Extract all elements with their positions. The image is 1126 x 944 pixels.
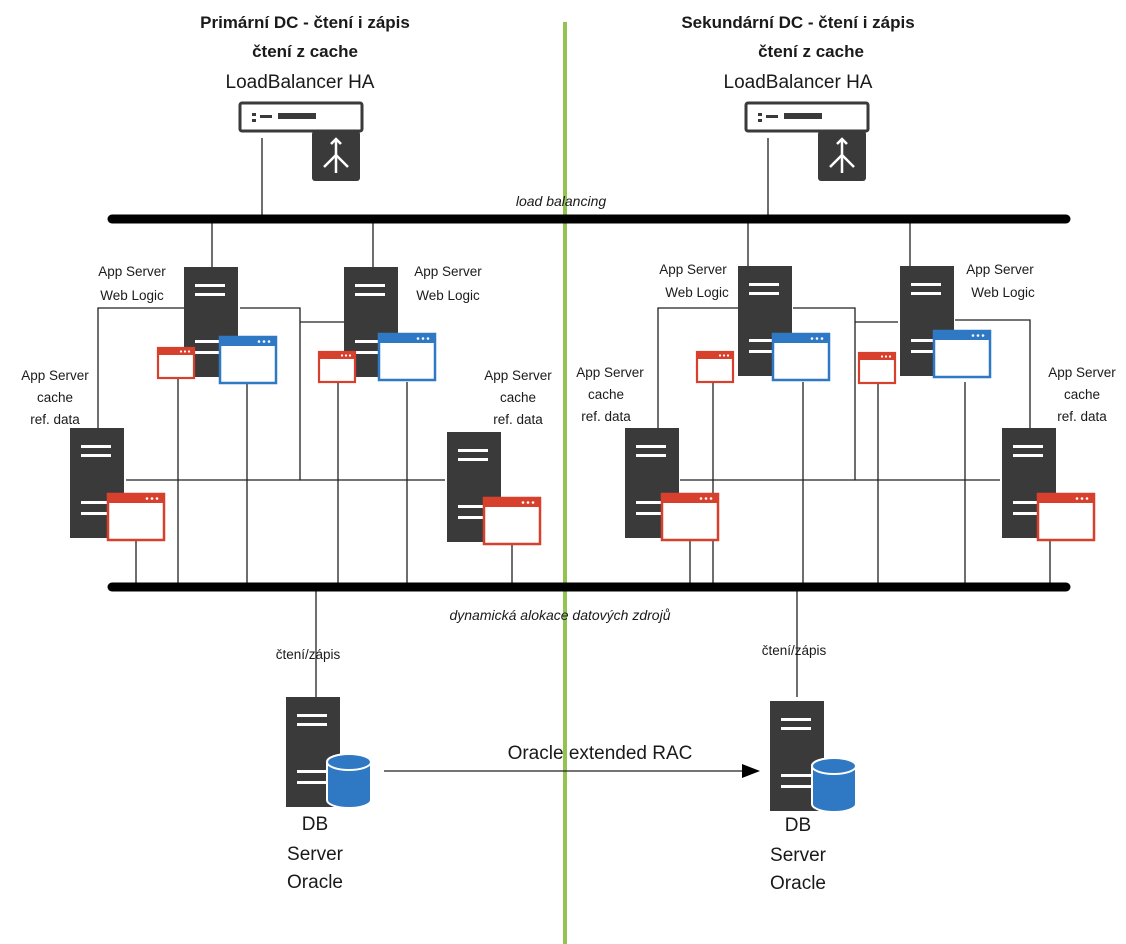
svg-text:Server: Server xyxy=(287,844,344,865)
svg-text:App Server: App Server xyxy=(576,365,644,380)
red-app-window-icon xyxy=(660,492,720,542)
secondary-rw-label: čtení/zápis xyxy=(762,643,827,658)
svg-text:DB: DB xyxy=(785,815,811,836)
svg-text:ref. data: ref. data xyxy=(30,412,80,427)
arrow-icon xyxy=(742,764,760,778)
secondary-cache-right-label: App Server cache ref. data xyxy=(1048,365,1116,424)
svg-text:Oracle: Oracle xyxy=(287,872,343,893)
primary-cache-left-label: App Server cache ref. data xyxy=(21,368,89,427)
red-app-window-icon xyxy=(1036,492,1096,542)
svg-text:Web Logic: Web Logic xyxy=(100,288,164,303)
svg-text:cache: cache xyxy=(588,387,624,402)
loadbalancer-icon xyxy=(238,101,364,183)
svg-text:Server: Server xyxy=(770,845,827,866)
secondary-webapp-right-label: App Server Web Logic xyxy=(966,262,1035,300)
primary-loadbalancer-label: LoadBalancer HA xyxy=(226,72,375,93)
secondary-webapp-left-label: App Server Web Logic xyxy=(659,262,729,300)
svg-text:cache: cache xyxy=(500,390,536,405)
primary-db-label: DB Server Oracle xyxy=(287,814,344,893)
svg-text:Web Logic: Web Logic xyxy=(416,288,480,303)
red-app-window-icon xyxy=(317,350,357,384)
svg-text:ref. data: ref. data xyxy=(493,412,543,427)
red-app-window-icon xyxy=(695,350,735,384)
svg-text:ref. data: ref. data xyxy=(1057,409,1107,424)
primary-cache-right-label: App Server cache ref. data xyxy=(484,368,552,427)
red-app-window-icon xyxy=(482,496,542,546)
blue-app-window-icon xyxy=(771,332,831,382)
secondary-db-label: DB Server Oracle xyxy=(770,815,827,894)
load-balancing-label: load balancing xyxy=(516,193,607,209)
red-app-window-icon xyxy=(156,346,196,380)
loadbalancer-icon xyxy=(744,101,870,183)
data-source-bus-label: dynamická alokace datových zdrojů xyxy=(449,607,670,623)
replication-label: Oracle extended RAC xyxy=(508,743,693,764)
primary-webapp-left-label: App Server Web Logic xyxy=(98,264,166,303)
blue-app-window-icon xyxy=(932,329,992,379)
primary-title: Primární DC - čtení i zápis xyxy=(200,13,410,32)
red-app-window-icon xyxy=(857,351,897,385)
secondary-loadbalancer-label: LoadBalancer HA xyxy=(724,72,873,93)
database-icon xyxy=(811,757,857,813)
blue-app-window-icon xyxy=(218,335,278,385)
svg-text:cache: cache xyxy=(1064,387,1100,402)
svg-text:cache: cache xyxy=(37,390,73,405)
secondary-title: Sekundární DC - čtení i zápis xyxy=(681,13,914,32)
svg-text:Web Logic: Web Logic xyxy=(971,285,1035,300)
primary-rw-label: čtení/zápis xyxy=(276,647,341,662)
blue-app-window-icon xyxy=(377,332,437,382)
svg-text:Oracle: Oracle xyxy=(770,873,826,894)
database-icon xyxy=(326,753,372,809)
svg-text:App Server: App Server xyxy=(98,264,166,279)
svg-text:App Server: App Server xyxy=(21,368,89,383)
secondary-subtitle: čtení z cache xyxy=(758,42,864,61)
primary-webapp-right-label: App Server Web Logic xyxy=(414,264,482,303)
svg-text:DB: DB xyxy=(302,814,328,835)
network-wires xyxy=(97,138,1051,772)
svg-text:App Server: App Server xyxy=(484,368,552,383)
svg-text:App Server: App Server xyxy=(1048,365,1116,380)
red-app-window-icon xyxy=(106,492,166,542)
svg-text:ref. data: ref. data xyxy=(581,409,631,424)
svg-text:App Server: App Server xyxy=(659,262,727,277)
primary-subtitle: čtení z cache xyxy=(252,42,358,61)
svg-text:App Server: App Server xyxy=(414,264,482,279)
svg-text:App Server: App Server xyxy=(966,262,1034,277)
secondary-cache-left-label: App Server cache ref. data xyxy=(576,365,644,424)
svg-text:Web Logic: Web Logic xyxy=(665,285,729,300)
